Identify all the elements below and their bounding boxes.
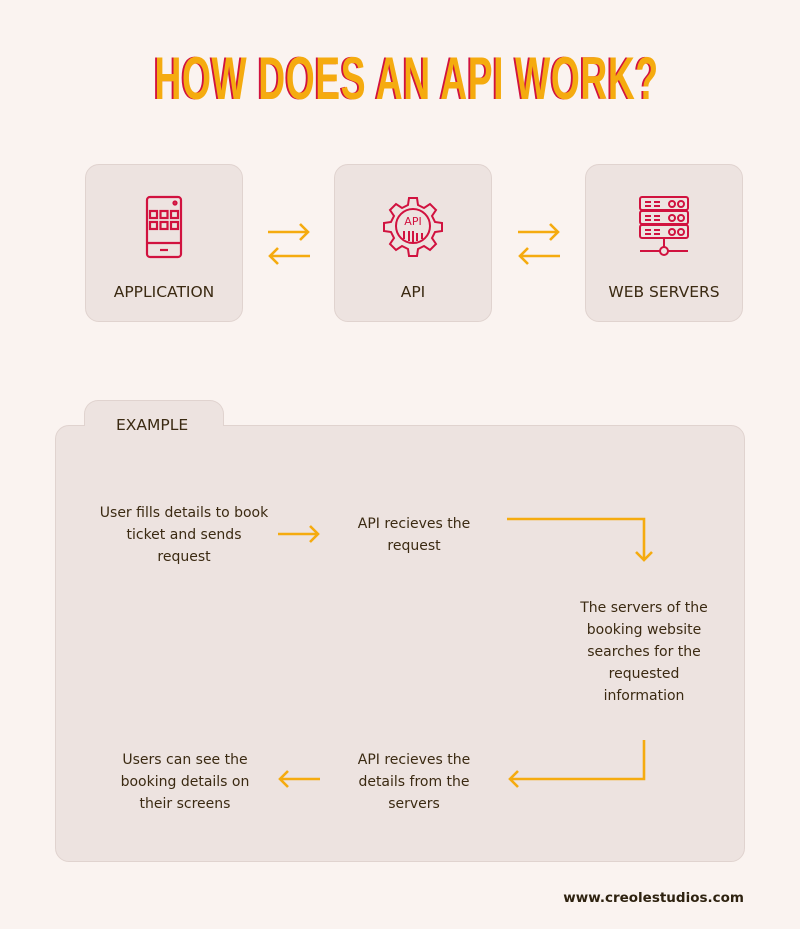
web-servers-card: WEB SERVERS xyxy=(585,164,743,322)
arrow-right-icon xyxy=(278,525,320,543)
smartphone-icon xyxy=(144,195,184,259)
api-card: API API xyxy=(334,164,492,322)
step-1: User fills details to book ticket and se… xyxy=(99,505,269,565)
step-3: The servers of the booking website searc… xyxy=(580,600,708,704)
page-title: HOW DOES AN API WORK? xyxy=(0,44,800,113)
website-url[interactable]: www.creolestudios.com xyxy=(563,890,744,906)
application-card: APPLICATION xyxy=(85,164,243,322)
server-rack-icon xyxy=(638,195,690,257)
step-2: API recieves the request xyxy=(357,516,471,554)
arrow-down-icon xyxy=(507,517,653,562)
api-gear-icon: API xyxy=(382,195,444,257)
bidirectional-arrows-icon xyxy=(266,222,312,266)
arrow-left-icon xyxy=(278,770,320,788)
step-5: Users can see the booking details on the… xyxy=(120,752,250,812)
example-tab-label: EXAMPLE xyxy=(116,416,189,434)
bidirectional-arrows-icon xyxy=(516,222,562,266)
svg-text:API: API xyxy=(404,215,421,228)
web-servers-label: WEB SERVERS xyxy=(608,283,720,301)
tab-joint xyxy=(85,424,223,428)
application-label: APPLICATION xyxy=(113,283,215,301)
title-text: HOW DOES AN API WORK? xyxy=(154,45,659,112)
example-panel xyxy=(55,425,745,862)
arrow-left-down-icon xyxy=(508,740,646,788)
api-label: API xyxy=(400,283,426,301)
step-4: API recieves the details from the server… xyxy=(357,752,471,812)
